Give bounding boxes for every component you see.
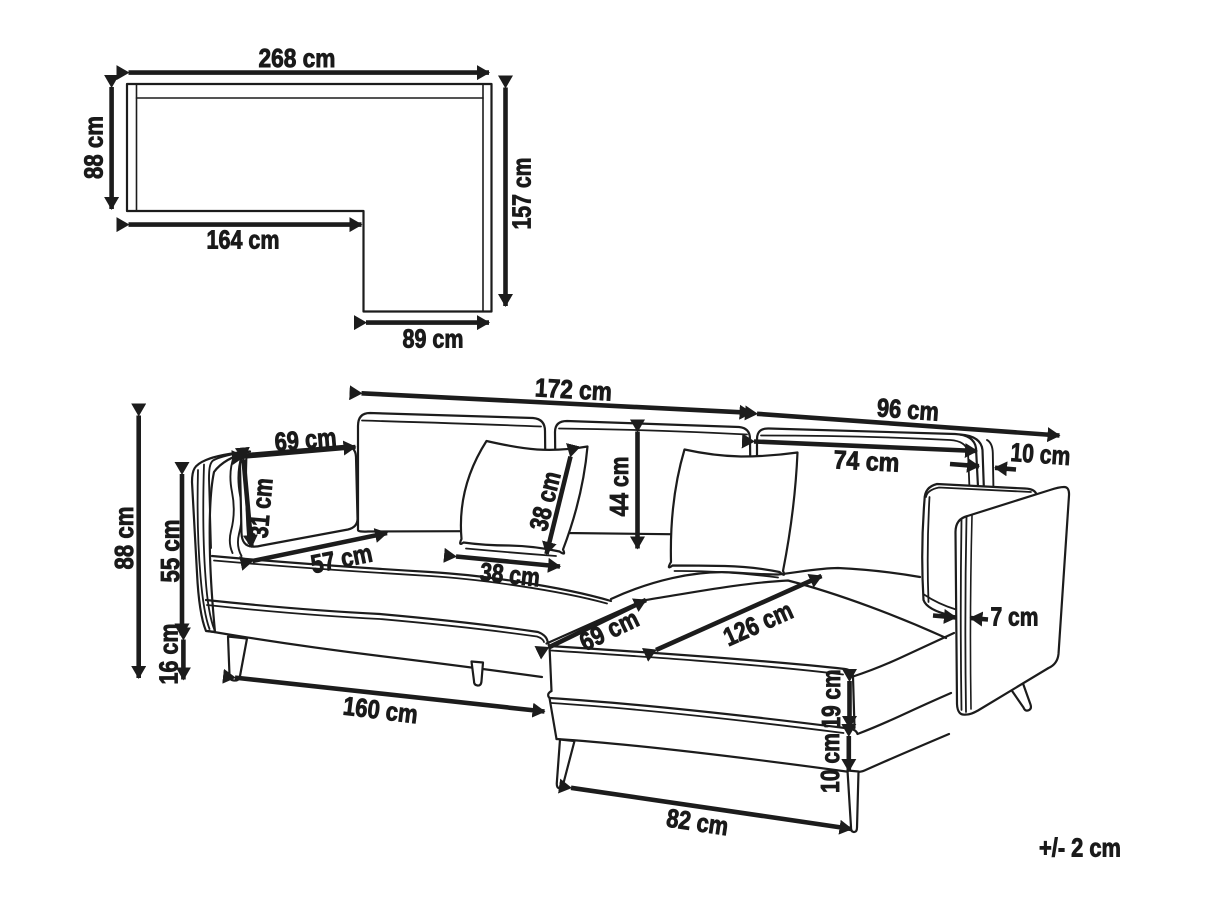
svg-text:69 cm: 69 cm (273, 422, 337, 457)
svg-text:164 cm: 164 cm (207, 225, 280, 255)
svg-text:31 cm: 31 cm (243, 477, 278, 539)
svg-text:+/- 2 cm: +/- 2 cm (1039, 833, 1121, 863)
svg-text:16 cm: 16 cm (154, 624, 184, 685)
svg-text:38 cm: 38 cm (479, 557, 542, 593)
svg-text:88 cm: 88 cm (79, 116, 109, 179)
svg-text:74 cm: 74 cm (833, 444, 900, 477)
svg-text:19 cm: 19 cm (816, 670, 846, 729)
svg-text:89 cm: 89 cm (403, 324, 464, 354)
svg-text:44 cm: 44 cm (604, 457, 634, 517)
svg-text:55 cm: 55 cm (155, 520, 185, 583)
svg-text:10 cm: 10 cm (815, 733, 845, 793)
svg-text:157 cm: 157 cm (507, 158, 537, 230)
svg-text:96 cm: 96 cm (876, 392, 940, 426)
svg-text:172 cm: 172 cm (534, 372, 613, 406)
svg-text:10 cm: 10 cm (1010, 437, 1072, 471)
svg-text:268 cm: 268 cm (259, 43, 336, 73)
svg-text:88 cm: 88 cm (109, 507, 139, 570)
svg-text:7 cm: 7 cm (991, 602, 1039, 632)
